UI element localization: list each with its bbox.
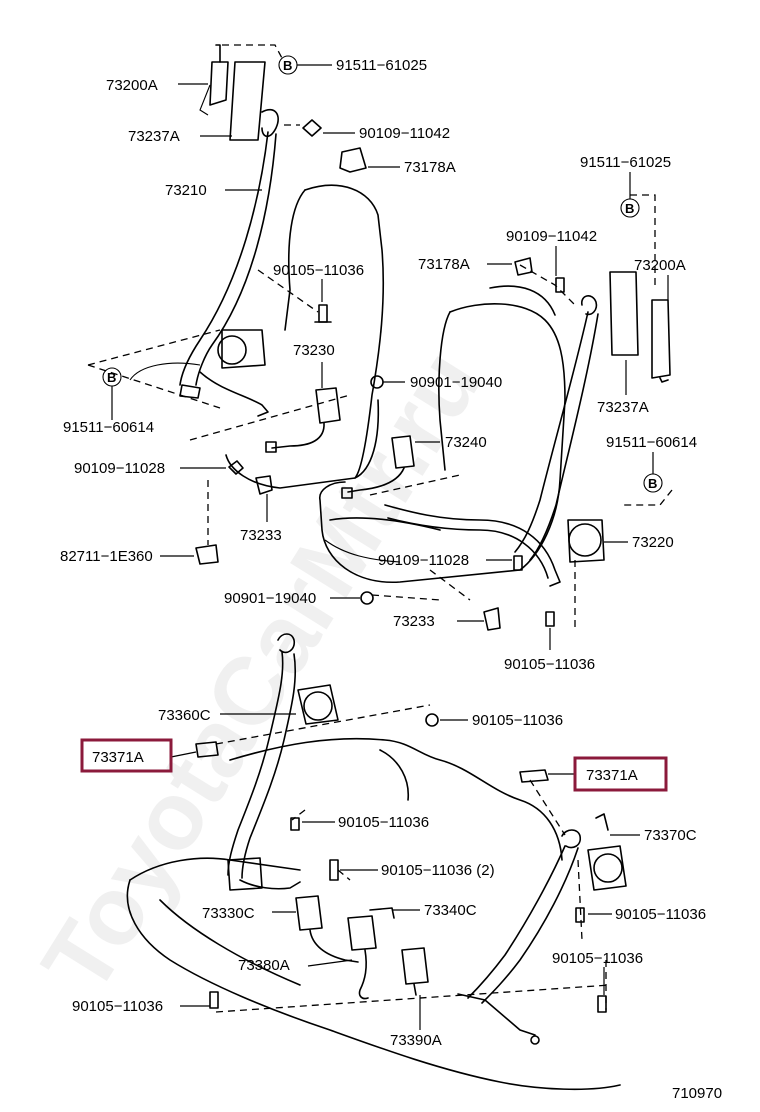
rear-seat [126,737,621,1091]
part-label-90105-11036-b: 90105−11036 [504,656,595,673]
rear-left-belt [227,633,339,891]
front-right-belt [341,271,671,587]
part-label-73210: 73210 [165,182,207,199]
part-label-91511-60614-right: 91511−60614 [606,434,697,451]
svg-text:B: B [107,370,116,385]
part-labels: 73200A 91511−61025 73237A 90109−11042 73… [60,57,722,1102]
part-label-90105-11036-d: 90105−11036 [338,814,429,831]
part-label-90109-11028-left: 90109−11028 [74,460,165,477]
part-label-90109-11028-right: 90109−11028 [378,552,469,569]
front-left-seat [129,184,385,489]
highlight-box-73371a-left [80,738,173,773]
part-label-73360c: 73360C [158,707,211,724]
part-label-73230: 73230 [293,342,335,359]
part-label-73237a-left: 73237A [128,128,180,145]
part-label-90105-11036-c: 90105−11036 [472,712,563,729]
part-label-73380a: 73380A [238,957,290,974]
part-label-73371a-right: 73371A [586,767,638,784]
highlight-box-73371a-right [573,756,668,792]
svg-text:B: B [283,58,292,73]
rear-buckles [295,895,429,1000]
part-label-73370c: 73370C [644,827,697,844]
part-label-73240: 73240 [445,434,487,451]
part-label-73200a-left: 73200A [106,77,158,94]
part-label-73233-right: 73233 [393,613,435,630]
part-label-90105-11036-a: 90105−11036 [273,262,364,279]
part-label-91511-61025-right: 91511−61025 [580,154,671,171]
part-label-73233-left: 73233 [240,527,282,544]
part-label-73330c: 73330C [202,905,255,922]
part-label-90109-11042-right: 90109−11042 [506,228,597,245]
front-right-seat [319,285,566,583]
part-label-82711-1e360: 82711−1E360 [60,548,153,565]
part-label-90105-11036-2: 90105−11036 (2) [381,862,495,879]
leader-lines [111,64,669,1030]
svg-text:B: B [648,476,657,491]
part-label-73390a: 73390A [390,1032,442,1049]
part-label-90105-11036-g: 90105−11036 [72,998,163,1015]
part-label-90105-11036-e: 90105−11036 [615,906,706,923]
part-label-73237a-right: 73237A [597,399,649,416]
part-label-73340c: 73340C [424,902,477,919]
part-label-90105-11036-f: 90105−11036 [552,950,643,967]
part-label-90901-19040-a: 90901−19040 [410,374,502,391]
svg-text:B: B [625,201,634,216]
part-label-73220: 73220 [632,534,674,551]
part-label-73200a-right: 73200A [634,257,686,274]
part-label-91511-61025-left: 91511−61025 [336,57,427,74]
part-label-90901-19040-b: 90901−19040 [224,590,316,607]
part-label-90109-11042-left: 90109−11042 [359,125,450,142]
part-label-91511-60614-left: 91511−60614 [63,419,154,436]
part-label-73371a-left: 73371A [92,749,144,766]
part-label-73178a-left: 73178A [404,159,456,176]
part-label-73178a-right: 73178A [418,256,470,273]
diagram-id: 710970 [672,1085,722,1102]
front-buckle-73230 [265,387,341,453]
front-left-belt [179,44,279,417]
rear-right-belt [195,741,627,1045]
